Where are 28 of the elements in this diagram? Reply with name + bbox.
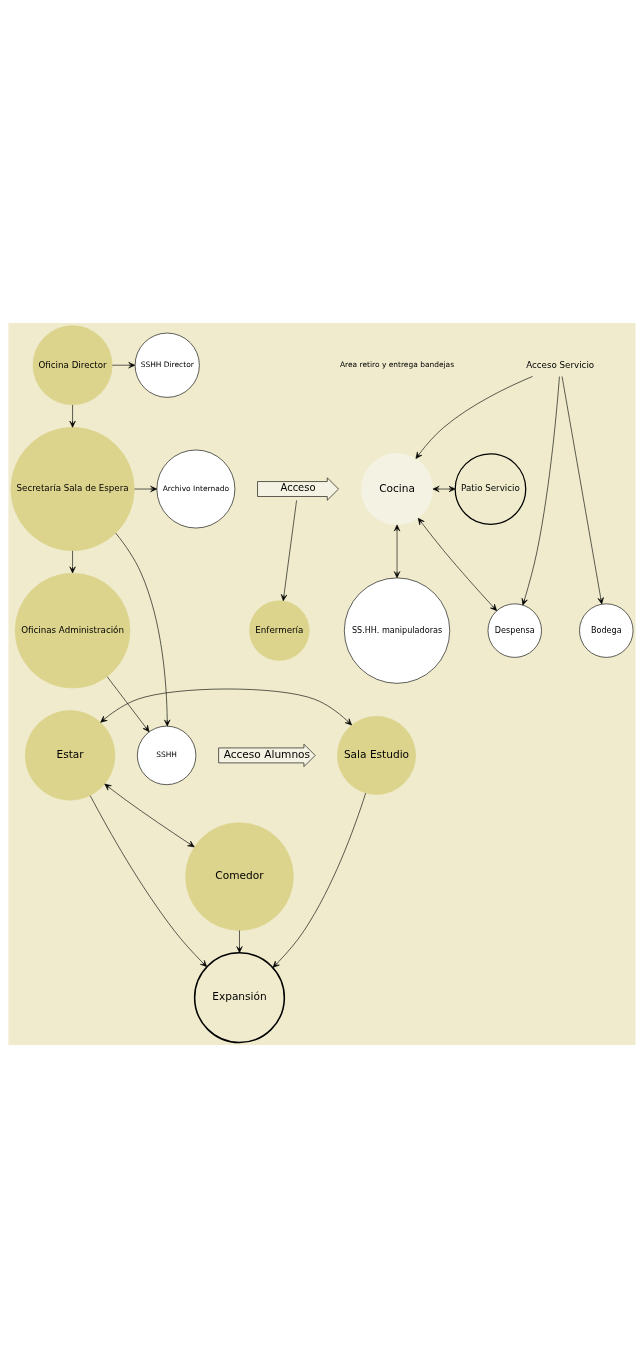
arrow — [280, 500, 297, 602]
arrow — [69, 404, 76, 428]
arrow — [272, 792, 366, 968]
node-circle: Oficina Director — [32, 325, 113, 406]
arrow — [393, 524, 401, 579]
arrow — [69, 550, 76, 574]
arrow — [417, 517, 497, 611]
node-circle: Oficinas Administración — [14, 572, 131, 689]
arrow — [100, 688, 352, 726]
node-circle: SS.HH. manipuladoras — [344, 577, 451, 684]
node-circle: Enfermería — [249, 600, 310, 661]
arrow — [521, 376, 560, 606]
arrow — [432, 485, 456, 493]
node-circle: Patio Servicio — [454, 453, 527, 525]
arrow — [104, 783, 195, 848]
node-text: Acceso Servicio — [526, 359, 595, 370]
arrow — [112, 362, 136, 369]
arrow — [561, 376, 604, 605]
node-circle: Estar — [24, 710, 116, 801]
arrow — [115, 532, 171, 727]
node-circle: Bodega — [579, 603, 634, 658]
node-circle: Secretaría Sala de Espera — [10, 427, 135, 551]
arrow — [236, 930, 243, 954]
arrow — [415, 376, 533, 459]
arrow — [134, 485, 158, 493]
arrow — [89, 795, 208, 968]
node-circle: Expansión — [193, 952, 286, 1044]
arrow — [106, 676, 150, 733]
